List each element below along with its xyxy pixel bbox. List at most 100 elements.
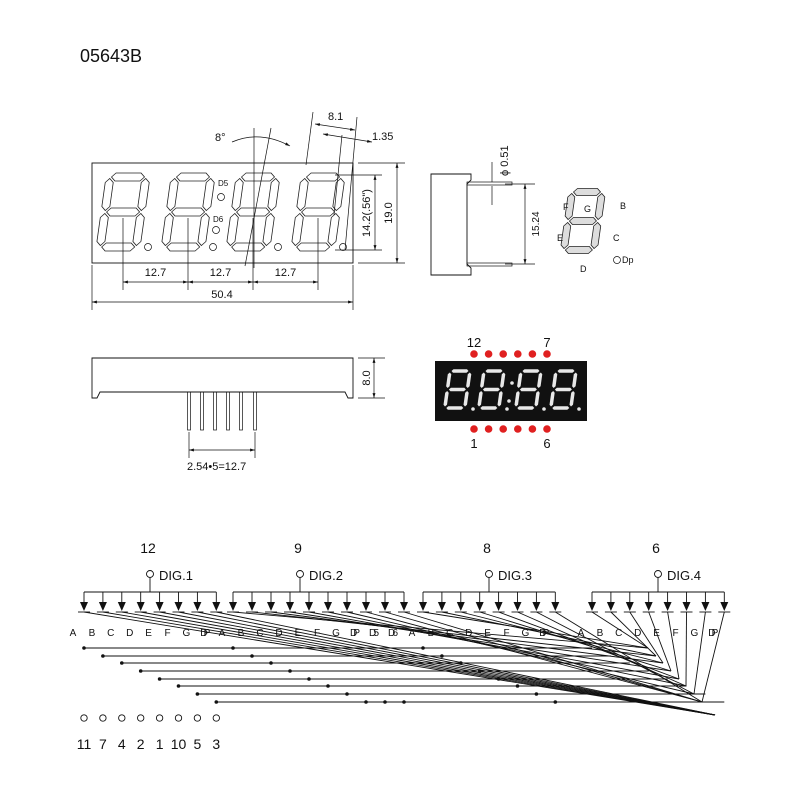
top-pin-dot xyxy=(528,350,537,358)
diode-icon xyxy=(419,602,427,611)
segment-a xyxy=(110,172,146,182)
diode-icon xyxy=(381,602,389,611)
segment-label-2: B xyxy=(620,201,626,211)
segment-f xyxy=(564,192,576,221)
segment-name-label: A xyxy=(409,628,416,639)
segment-name-label: C xyxy=(256,628,263,639)
segment-g xyxy=(554,387,572,392)
segment-c xyxy=(197,212,210,247)
segment-g xyxy=(171,207,206,217)
segment-e xyxy=(443,391,449,407)
segment-e xyxy=(549,391,555,407)
segment-offset-dimension xyxy=(322,133,373,143)
segment-b xyxy=(202,177,215,212)
bottom-view: 2.54•5=12.78.0 xyxy=(91,357,385,473)
diode-icon xyxy=(80,602,88,611)
segment-b xyxy=(537,372,543,388)
decimal-point xyxy=(144,243,152,251)
segment-map-digit xyxy=(560,188,606,254)
segment-f xyxy=(296,177,309,212)
segment-name-label: A xyxy=(578,628,585,639)
segment-g xyxy=(482,387,500,392)
segment-f xyxy=(552,372,558,388)
segment-e xyxy=(477,391,483,407)
segment-f xyxy=(517,372,523,388)
segment-name-label: G xyxy=(522,628,530,639)
segment-pin-terminal xyxy=(137,714,145,722)
segment-d xyxy=(231,242,266,252)
colon-upper xyxy=(510,381,514,385)
diode-icon xyxy=(551,602,560,611)
segment-lead xyxy=(667,611,680,680)
digit-outline-2 xyxy=(161,172,215,252)
slant-reference-line xyxy=(244,127,272,267)
segment-g xyxy=(519,387,537,392)
segment-pin-terminal xyxy=(118,714,126,722)
segment-e xyxy=(161,212,174,247)
segment-lead xyxy=(308,611,680,680)
top-pin-dot xyxy=(470,350,478,358)
pin-4 xyxy=(226,391,230,431)
segment-lead xyxy=(121,611,716,716)
diode-icon xyxy=(701,602,710,611)
diode-icon xyxy=(437,602,446,611)
diode-icon xyxy=(644,602,653,611)
lit-decimal-point xyxy=(542,407,546,411)
common-pin-terminal xyxy=(296,570,304,578)
depth-label: 8.0 xyxy=(361,370,373,385)
segment-lead xyxy=(83,611,716,716)
segment-c xyxy=(262,212,275,247)
segment-pin-number: 3 xyxy=(212,736,220,752)
pin-bottom xyxy=(466,262,513,267)
segment-e xyxy=(514,391,520,407)
diode-icon xyxy=(513,602,522,611)
segment-name-label: A xyxy=(219,628,226,639)
segment-name-label: D xyxy=(465,628,472,639)
pin-1-label: 1 xyxy=(470,436,477,451)
segment-d xyxy=(296,242,331,252)
lit-digit-4 xyxy=(549,369,578,410)
segment-name-label: DP xyxy=(350,628,360,639)
diode-icon xyxy=(174,602,183,611)
segment-b xyxy=(332,177,345,212)
segment-label-6: Dp xyxy=(622,255,634,265)
bottom-pin-dot xyxy=(484,425,493,433)
segment-name-label: E xyxy=(295,628,302,639)
segment-e xyxy=(560,221,572,250)
lit-digit-2 xyxy=(477,369,506,410)
angle-label: 8° xyxy=(215,132,226,144)
segment-width-dimension xyxy=(314,123,356,131)
diode-icon xyxy=(606,602,615,611)
segment-label-4: C xyxy=(613,233,620,243)
segment-b xyxy=(500,372,506,388)
colon-dot-d6 xyxy=(212,226,220,234)
segment-lead xyxy=(178,611,716,716)
segment-d xyxy=(480,406,498,410)
segment-b xyxy=(594,192,606,221)
segment-name-label: E xyxy=(145,628,152,639)
decimal-point xyxy=(209,243,217,251)
segment-name-label: B xyxy=(238,628,245,639)
segment-pin-terminal xyxy=(212,714,220,722)
segment-d xyxy=(446,406,464,410)
diode-icon xyxy=(286,602,294,611)
side-view: 15.24ϕ 0.51 xyxy=(430,145,542,276)
segment-lead xyxy=(403,611,703,703)
segment-lead xyxy=(536,611,695,695)
diode-icon xyxy=(720,602,729,611)
pin-7-label: 7 xyxy=(543,335,550,350)
total-width-label: 50.4 xyxy=(211,289,232,301)
segment-b xyxy=(572,372,578,388)
segment-c xyxy=(327,212,340,247)
segment-g xyxy=(106,207,141,217)
segment-lead xyxy=(251,611,657,657)
segment-label-5: D xyxy=(580,264,587,274)
segment-name-label: C xyxy=(615,628,622,639)
diode-icon xyxy=(98,602,107,611)
segment-c xyxy=(590,221,602,250)
dp-circle xyxy=(613,256,621,264)
segment-lead xyxy=(555,611,703,703)
segment-d xyxy=(517,406,535,410)
